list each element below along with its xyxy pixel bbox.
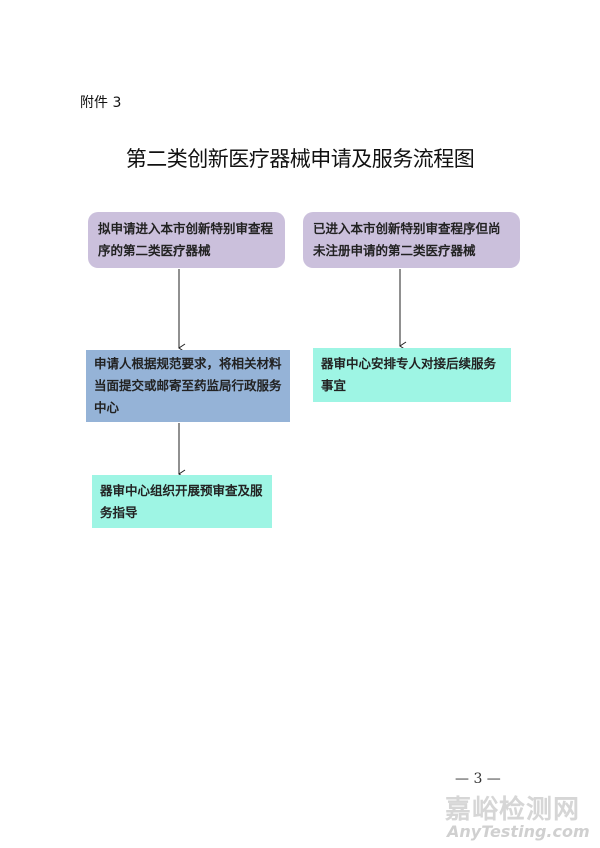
flow-box-submit-materials: 申请人根据规范要求，将相关材料当面提交或邮寄至药监局行政服务中心 xyxy=(86,350,290,422)
flow-box-pending-applicants: 拟申请进入本市创新特别审查程序的第二类医疗器械 xyxy=(88,212,285,268)
page-title: 第二类创新医疗器械申请及服务流程图 xyxy=(125,147,475,171)
watermark-cn: 嘉峪检测网 xyxy=(445,795,581,825)
flow-box-admitted-applicants: 已进入本市创新特别审查程序但尚未注册申请的第二类医疗器械 xyxy=(303,212,520,268)
flow-box-dedicated-contact: 器审中心安排专人对接后续服务事宜 xyxy=(313,348,511,402)
page-number: — 3 — xyxy=(455,771,501,787)
flow-box-pre-review: 器审中心组织开展预审查及服务指导 xyxy=(92,475,272,528)
watermark-en: AnyTesting.com xyxy=(447,822,590,841)
attachment-label: 附件 3 xyxy=(80,95,122,111)
